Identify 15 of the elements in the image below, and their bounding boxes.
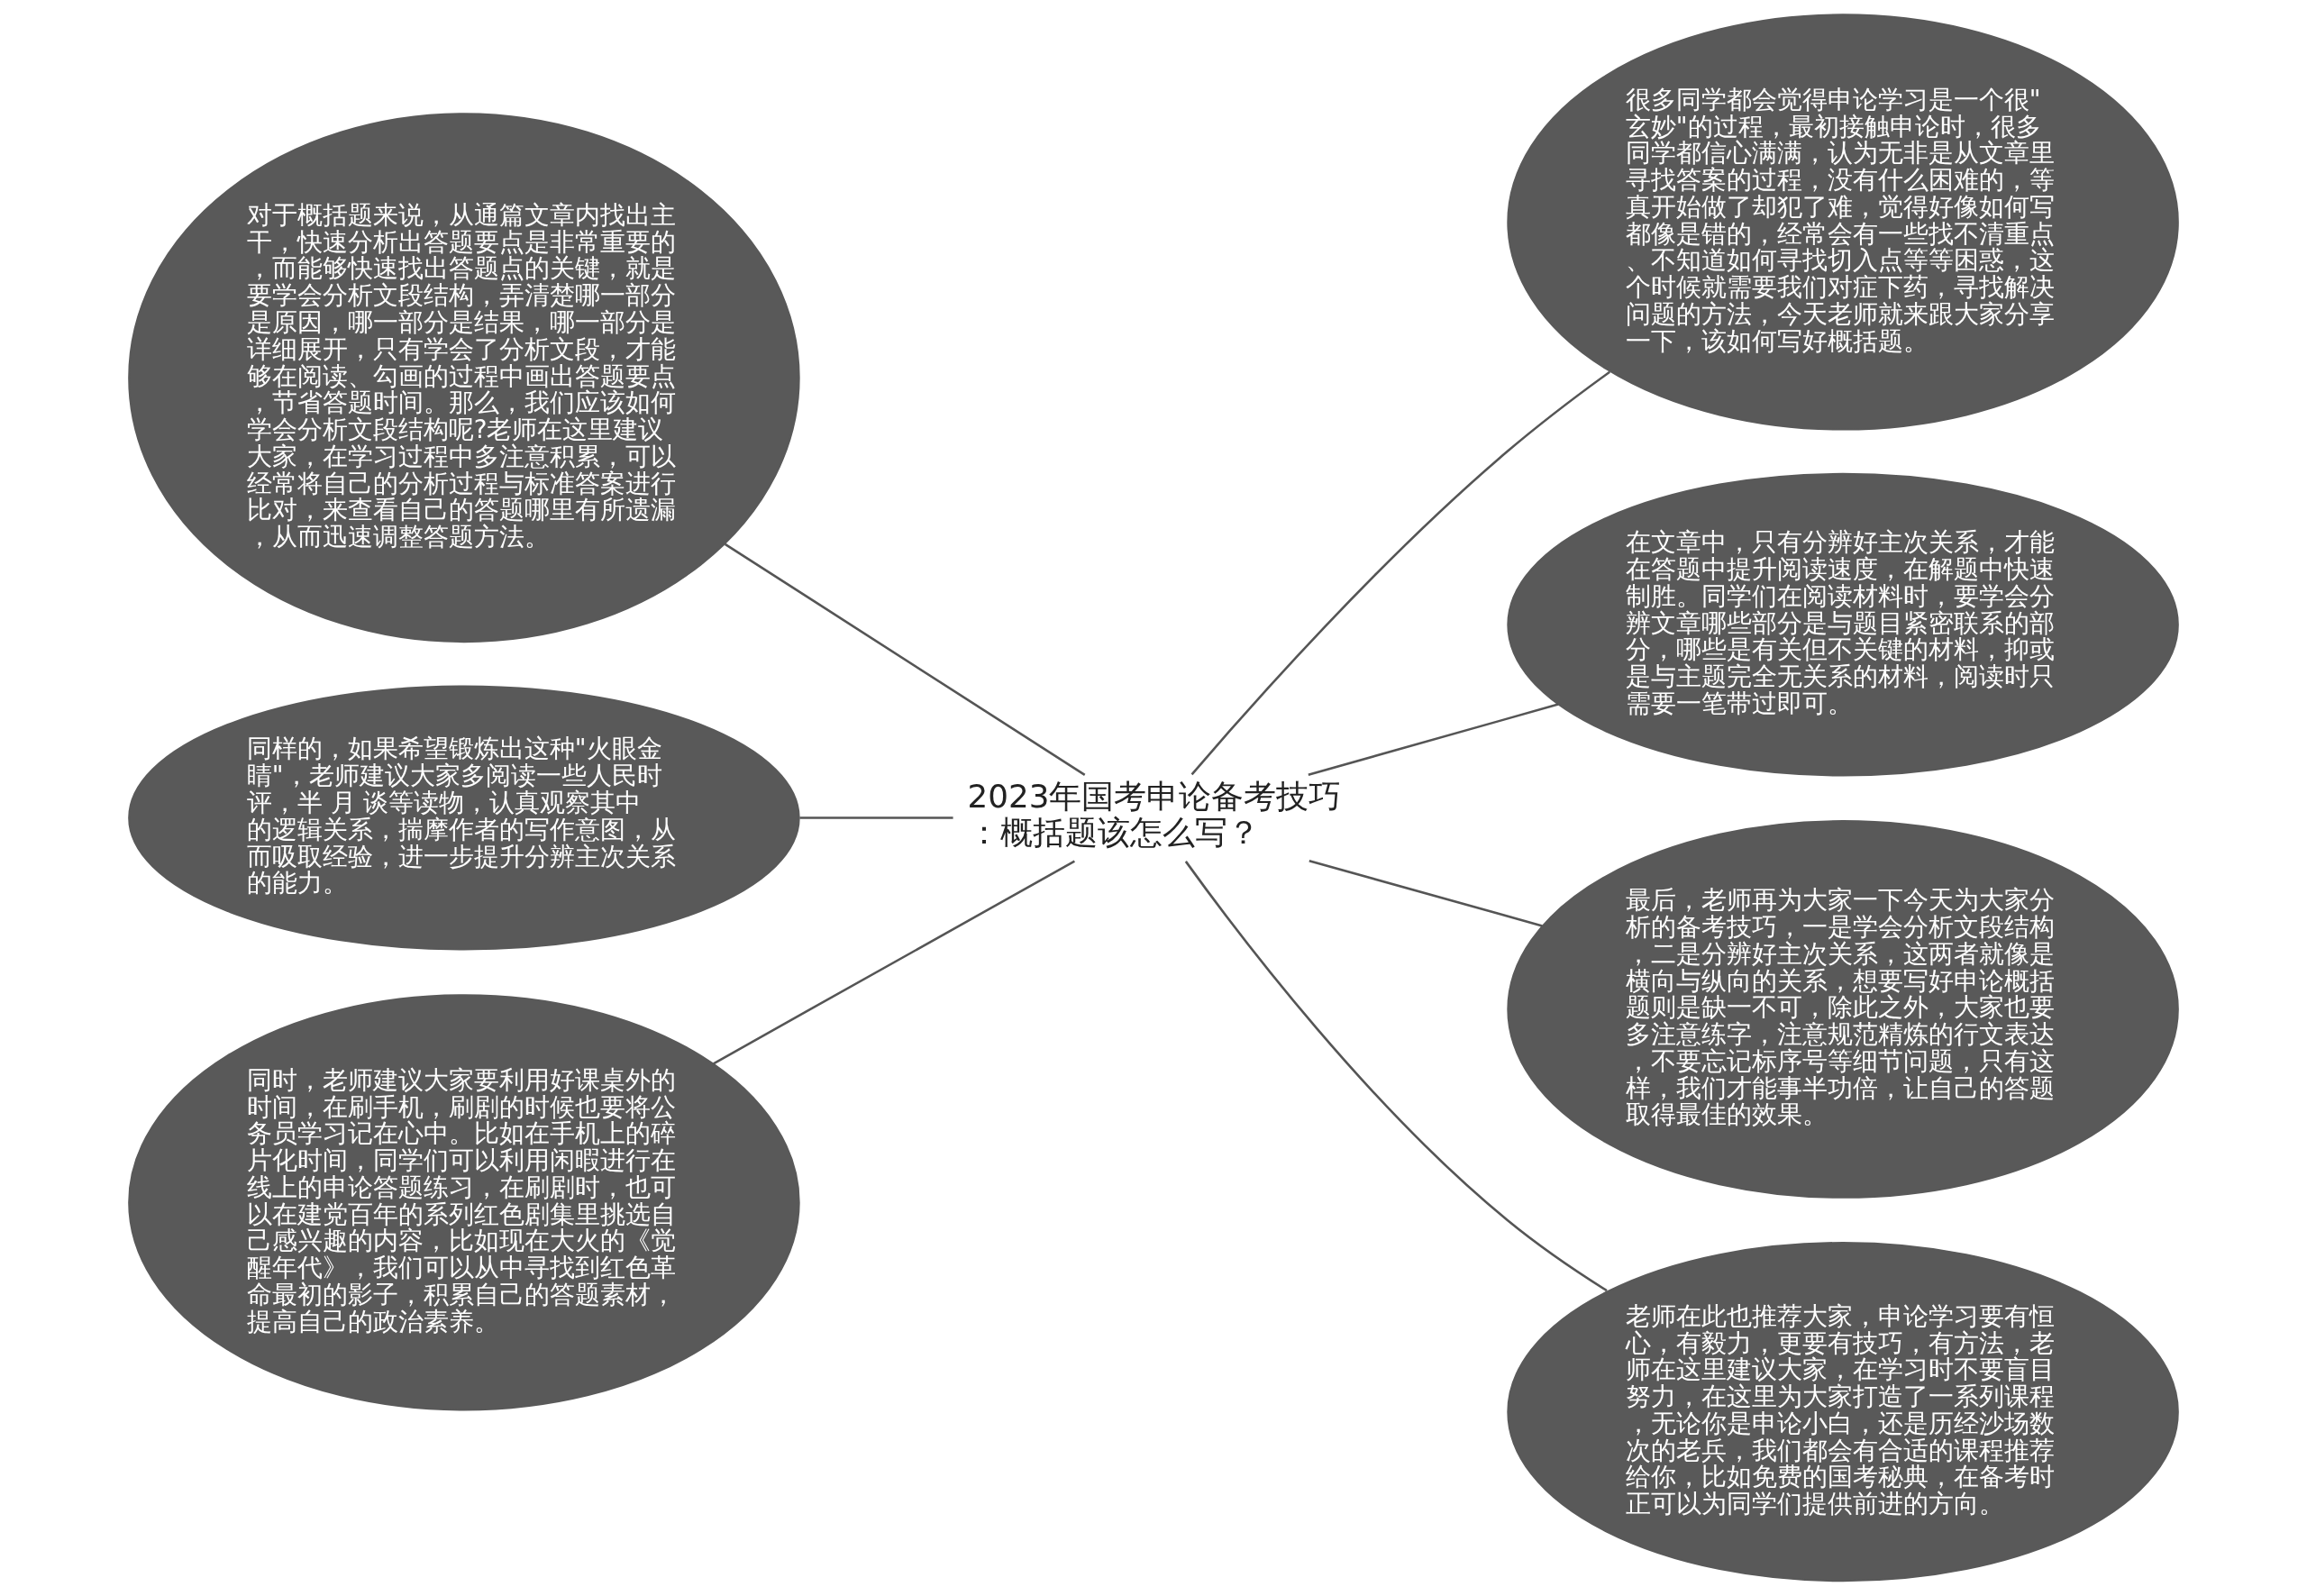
connector: [713, 860, 1075, 1065]
node-ellipse: 同样的，如果希望锻炼出这种"火眼金睛"，老师建议大家多阅读一些人民时评，半 月 谈等读物，认真观察其中的逻辑关系，揣摩作者的写作意图，从而吸取经验，进一步提升分辨主次关系的能力。: [128, 685, 800, 951]
node-ellipse: 老师在此也推荐大家，申论学习要有恒心，有毅力，更要有技巧，有方法，老师在这里建议大家，在学习时不要盲目努力，在这里为大家打造了一系列课程，无论你是申论小白，还是历经沙场数次的老兵，我们都会有合适的课程推荐给你，比如免费的国考秘典，在备考时正可以为同学们提供前进的方向。: [1507, 1242, 2179, 1582]
node-ellipse: 很多同学都会觉得申论学习是一个很"玄妙"的过程，最初接触申论时，很多同学都信心满满，认为无非是从文章里寻找答案的过程，没有什么困难的，等真开始做了却犯了难，觉得好像如何写都像是错的，经常会有一些找不清重点、不知道如何寻找切入点等等困惑，这个时候就需要我们对症下药，寻找解决问题的方法，今天老师就来跟大家分享一下，该如何写好概括题。: [1507, 14, 2179, 431]
connector: [1308, 703, 1559, 776]
node-ellipse: 对于概括题来说，从通篇文章内找出主干，快速分析出答题要点是非常重要的，而能够快速找出答题点的关键，就是要学会分析文段结构，弄清楚哪一部分是原因，哪一部分是结果，哪一部分是详细展开，只有学会了分析文段，才能够在阅读、勾画的过程中画出答题要点，节省答题时间。那么，我们应该如何学会分析文段结构呢?老师在这里建议大家，在学习过程中多注意积累，可以经常将自己的分析过程与标准答案进行比对，来查看自己的答题哪里有所遗漏，从而迅速调整答题方法。: [128, 113, 800, 643]
node-text: 2023年国考申论备考技巧：概括题该怎么写？: [967, 778, 1342, 852]
node-ellipse: 同时，老师建议大家要利用好课桌外的时间，在刷手机，刷剧的时候也要将公务员学习记在心中。比如在手机上的碎片化时间，同学们可以利用闲暇进行在线上的申论答题练习，在刷剧时，也可以在建党百年的系列红色剧集里挑选自己感兴趣的内容，比如现在大火的《觉醒年代》，我们可以从中寻找到红色革命最初的影子，积累自己的答题素材，提高自己的政治素养。: [128, 994, 800, 1411]
node-ellipse: 最后，老师再为大家一下今天为大家分析的备考技巧，一是学会分析文段结构，二是分辨好主次关系，这两者就像是横向与纵向的关系，想要写好申论概括题则是缺一不可，除此之外，大家也要多注意练字，注意规范精炼的行文表达，不要忘记标序号等细节问题，只有这样，我们才能事半功倍，让自己的答题取得最佳的效果。: [1507, 820, 2179, 1199]
connector: [724, 543, 1086, 776]
connector: [1190, 370, 1610, 776]
connector: [1184, 861, 1608, 1292]
connector: [1309, 859, 1543, 927]
connector: [799, 816, 953, 819]
node-ellipse: 在文章中，只有分辨好主次关系，才能在答题中提升阅读速度，在解题中快速制胜。同学们在阅读材料时，要学会分辨文章哪些部分是与题目紧密联系的部分，哪些是有关但不关键的材料，抑或是与主题完全无关系的材料，阅读时只需要一笔带过即可。: [1507, 472, 2179, 777]
